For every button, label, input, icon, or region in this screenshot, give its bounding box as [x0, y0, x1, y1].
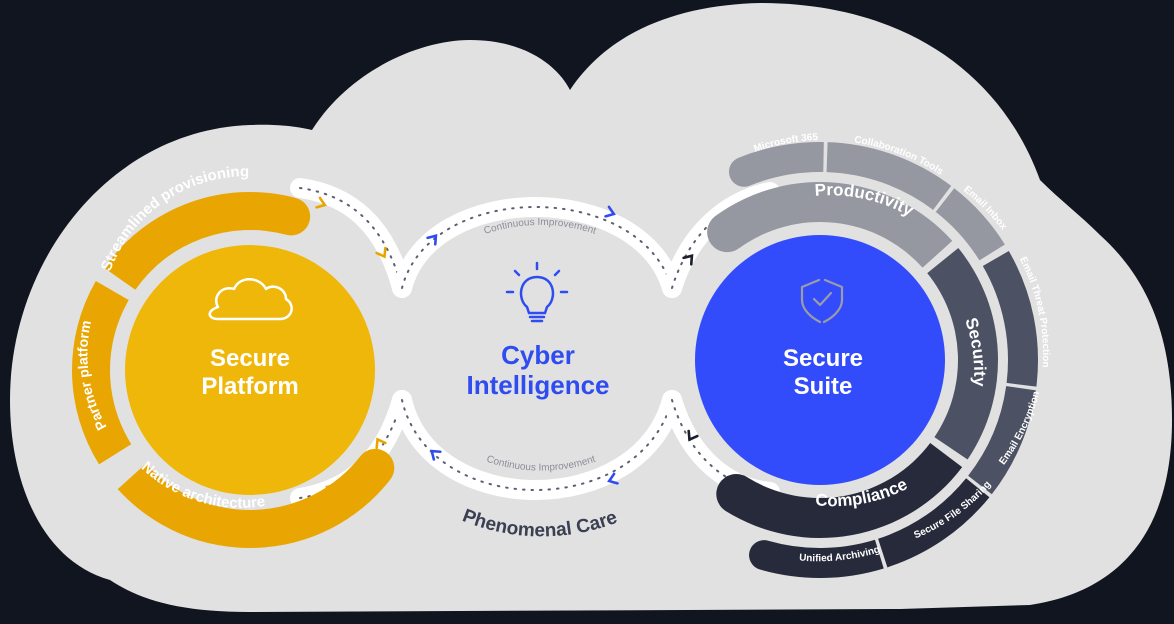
secure-platform-group: Secure Platform Streamlined provisioning…: [72, 163, 395, 548]
lightbulb-icon: [505, 261, 569, 323]
segment-streamlined-provisioning[interactable]: [104, 191, 311, 290]
shield-check-icon: [800, 278, 844, 324]
arrow-chevron-icon: [607, 472, 619, 485]
arrow-chevron-icon: [429, 449, 442, 461]
arrow-chevron-icon: [682, 253, 694, 266]
cyber-intelligence-title-line1: Cyber: [501, 340, 575, 370]
segment-collaboration-tools[interactable]: [826, 142, 952, 210]
secure-platform-title-line2: Platform: [201, 373, 298, 400]
segment-native-architecture[interactable]: [117, 448, 395, 548]
segment-productivity[interactable]: [707, 181, 953, 268]
segment-email-threat-protection[interactable]: [982, 251, 1038, 387]
flow-ci-top-dots: [401, 206, 673, 289]
segment-microsoft-365[interactable]: [728, 142, 824, 187]
segment-compliance[interactable]: [716, 443, 963, 538]
segment-unified-archiving[interactable]: [749, 539, 884, 578]
arrow-chevron-icon: [604, 205, 616, 218]
secure-suite-circle[interactable]: [695, 235, 945, 485]
secure-suite-title-line2: Suite: [794, 373, 853, 400]
cyber-intelligence-title-line2: Intelligence: [466, 370, 609, 400]
cloud-icon: [208, 278, 293, 321]
arrow-chevron-icon: [375, 246, 387, 259]
flow-ci-bottom: [392, 390, 682, 500]
segment-secure-file-sharing[interactable]: [878, 478, 990, 568]
secure-platform-title-line1: Secure: [210, 345, 290, 372]
secure-suite-title-line1: Secure: [783, 345, 863, 372]
secure-platform-circle[interactable]: [125, 245, 375, 495]
flow-platform-top-dots: [299, 187, 403, 289]
segment-partner-platform[interactable]: [72, 281, 132, 465]
arrow-chevron-icon: [426, 233, 438, 246]
segment-email-inbox[interactable]: [935, 188, 1005, 261]
segment-security[interactable]: [927, 247, 998, 460]
arrow-chevron-icon: [315, 196, 327, 209]
segment-email-encryption[interactable]: [968, 386, 1036, 495]
arrow-chevron-icon: [687, 429, 699, 442]
arrow-chevron-icon: [375, 437, 387, 450]
